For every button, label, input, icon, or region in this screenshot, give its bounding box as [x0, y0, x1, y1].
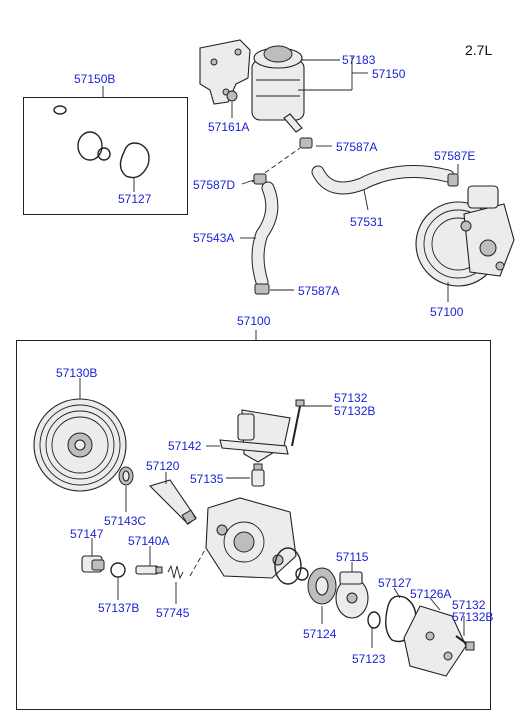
reservoir-bracket [199, 39, 251, 105]
shaft-seal [118, 466, 134, 486]
hose-clamp-top [299, 137, 313, 149]
callout-57132B-bottom[interactable]: 57132B [452, 610, 494, 624]
callout-57587A-bottom[interactable]: 57587A [298, 284, 340, 298]
callout-57120[interactable]: 57120 [146, 459, 180, 473]
hose-clamp-right [447, 173, 459, 187]
bolt-57132-bottom [455, 635, 475, 651]
gasket-57142 [219, 439, 289, 455]
fitting-57147 [81, 555, 105, 573]
spring-57745 [167, 564, 184, 580]
valve-57140a [135, 565, 163, 575]
callout-57543A[interactable]: 57543A [193, 231, 235, 245]
pump-housing [205, 497, 297, 579]
callout-57132-top[interactable]: 57132 [334, 391, 368, 405]
callout-57100-right[interactable]: 57100 [430, 305, 464, 319]
callout-57183[interactable]: 57183 [342, 53, 376, 67]
callout-57115[interactable]: 57115 [336, 550, 369, 564]
gasket-shape [119, 142, 150, 179]
callout-57587A-top[interactable]: 57587A [336, 140, 378, 154]
callout-57150B[interactable]: 57150B [74, 72, 116, 86]
callout-57150[interactable]: 57150 [372, 67, 406, 81]
o-ring-body [274, 547, 309, 585]
engine-spec-label: 2.7L [465, 42, 493, 58]
callout-57126A[interactable]: 57126A [410, 587, 452, 601]
o-ring-small [53, 105, 67, 115]
hose-clamp-d [253, 173, 267, 185]
callout-57127-top[interactable]: 57127 [118, 192, 152, 206]
o-ring-large [77, 131, 103, 161]
o-ring-medium [97, 147, 111, 161]
callout-57100-main[interactable]: 57100 [237, 314, 271, 328]
seal-kit-box [23, 97, 188, 215]
callout-57142[interactable]: 57142 [168, 439, 202, 453]
callout-57123[interactable]: 57123 [352, 652, 386, 666]
return-hose [311, 165, 455, 195]
callout-57132-bottom[interactable]: 57132 [452, 598, 486, 612]
callout-57587D[interactable]: 57587D [193, 178, 236, 192]
cam-ring-57124 [307, 567, 337, 605]
pump-assembly-box [16, 340, 491, 710]
bolt-57132-top [291, 399, 305, 447]
drive-shaft [148, 479, 197, 525]
callout-57130B[interactable]: 57130B [56, 366, 98, 380]
rotor-57115 [335, 571, 369, 619]
o-ring-57137b [110, 562, 126, 578]
callout-57147[interactable]: 57147 [70, 527, 104, 541]
callout-57137B[interactable]: 57137B [98, 601, 140, 615]
callout-57140A[interactable]: 57140A [128, 534, 170, 548]
connector-57135 [251, 463, 265, 487]
callout-57132B-top[interactable]: 57132B [334, 404, 376, 418]
pulley [33, 398, 127, 492]
callout-57135[interactable]: 57135 [190, 472, 224, 486]
callout-57161A[interactable]: 57161A [208, 120, 250, 134]
callout-57531[interactable]: 57531 [350, 215, 384, 229]
callout-57143C[interactable]: 57143C [104, 514, 147, 528]
callout-57587E[interactable]: 57587E [434, 149, 476, 163]
pump-cover-bracket [237, 409, 291, 463]
pump-cover-57126a [403, 605, 467, 677]
reservoir-bolt [226, 90, 238, 102]
callout-57124[interactable]: 57124 [303, 627, 337, 641]
reservoir-tank [251, 45, 305, 133]
pump-assembly-small [415, 185, 515, 287]
hose-clamp-bottom [254, 283, 270, 295]
o-ring-57123 [367, 611, 381, 629]
callout-57127-bottom[interactable]: 57127 [378, 576, 412, 590]
callout-57745[interactable]: 57745 [156, 606, 190, 620]
supply-hose [251, 181, 279, 289]
